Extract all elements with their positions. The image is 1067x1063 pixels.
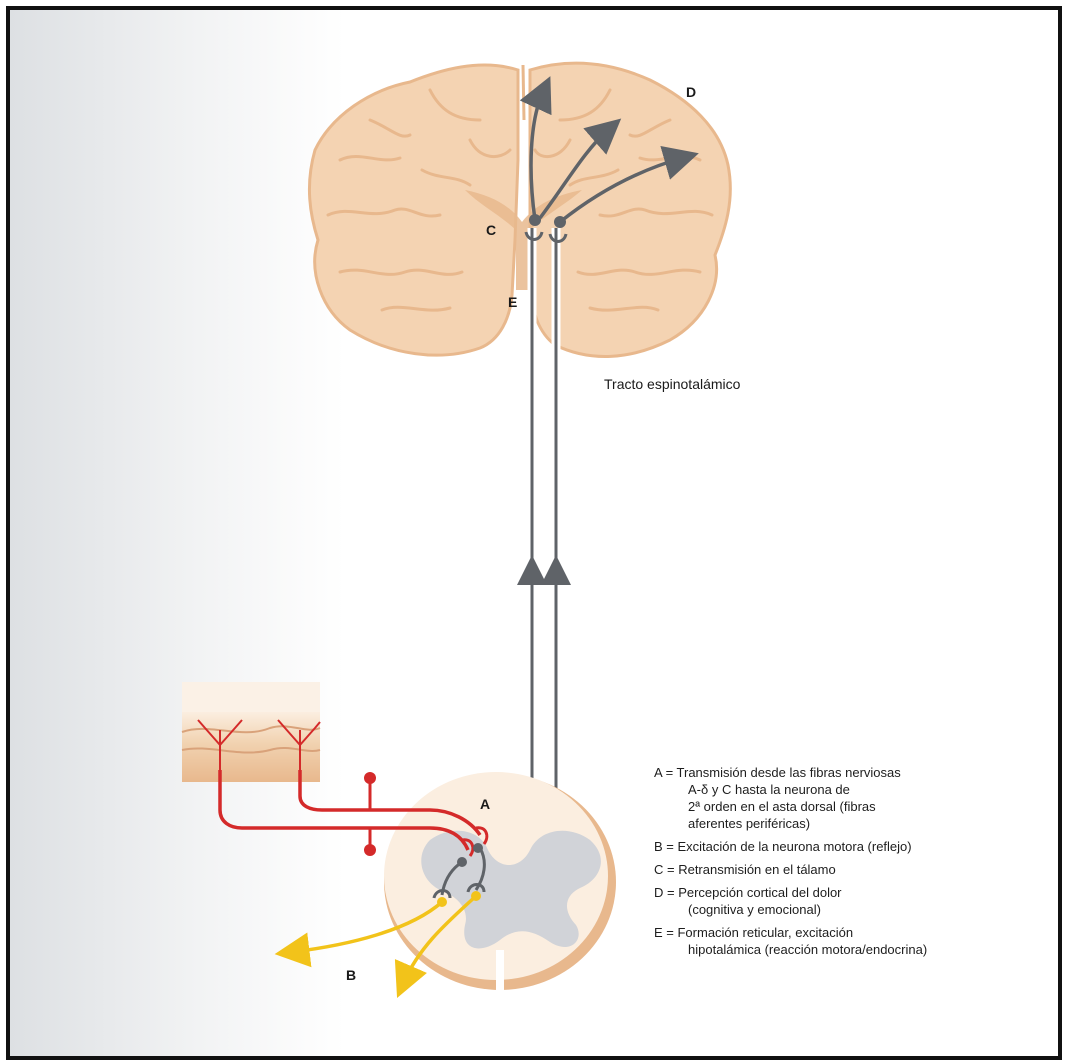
legend-a-line-2: A-δ y C hasta la neurona de [654, 781, 927, 798]
brain-left-hemisphere [309, 65, 518, 355]
legend-item-b: B = Excitación de la neurona motora (ref… [654, 838, 927, 855]
label-b: B [346, 967, 356, 983]
legend-item-a: A = Transmisión desde las fibras nervios… [654, 764, 927, 832]
legend-c-line-1: C = Retransmisión en el tálamo [654, 861, 927, 878]
legend-item-e: E = Formación reticular, excitación hipo… [654, 924, 927, 958]
legend-e-line-1: E = Formación reticular, excitación [654, 924, 927, 941]
legend-e-line-2: hipotalámica (reacción motora/endocrina) [654, 941, 927, 958]
label-c: C [486, 222, 496, 238]
label-a: A [480, 796, 490, 812]
brain [309, 63, 730, 356]
legend-item-d: D = Percepción cortical del dolor (cogni… [654, 884, 927, 918]
spinal-cord [384, 772, 616, 995]
legend-a-line-3: 2ª orden en el asta dorsal (fibras [654, 798, 927, 815]
tract-caption: Tracto espinotalámico [604, 376, 740, 392]
legend-a-line-4: aferentes periféricas) [654, 815, 927, 832]
figure-frame: D C E Tracto espinotalámico A B A = Tran… [6, 6, 1062, 1060]
legend-d-line-2: (cognitiva y emocional) [654, 901, 927, 918]
skin-block [182, 682, 320, 782]
legend-item-c: C = Retransmisión en el tálamo [654, 861, 927, 878]
label-d: D [686, 84, 696, 100]
label-e: E [508, 294, 517, 310]
legend-d-line-1: D = Percepción cortical del dolor [654, 884, 927, 901]
legend-a-line-1: A = Transmisión desde las fibras nervios… [654, 764, 927, 781]
legend: A = Transmisión desde las fibras nervios… [654, 764, 927, 964]
legend-b-line-1: B = Excitación de la neurona motora (ref… [654, 838, 927, 855]
